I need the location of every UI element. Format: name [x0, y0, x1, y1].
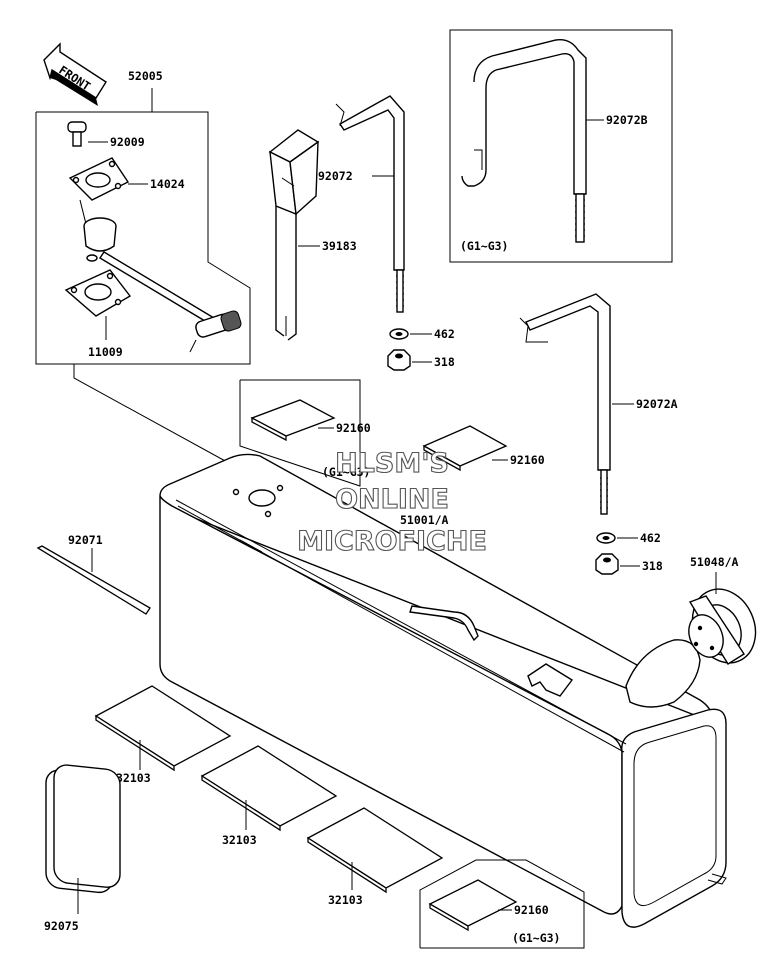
part-318-bottom-label: 318 — [642, 559, 663, 573]
plate-11009-icon — [64, 269, 132, 317]
watermark-line3: MICROFICHE — [297, 526, 487, 557]
pad-92075-icon — [45, 764, 121, 894]
part-92071-label: 92071 — [68, 533, 103, 547]
watermark-line2: ONLINE — [335, 484, 449, 515]
variant-92160-bottom-label: (G1~G3) — [512, 931, 560, 945]
part-92072A-label: 92072A — [636, 397, 678, 411]
strip-92071-icon — [36, 545, 151, 615]
bracket-39183-icon — [268, 129, 320, 341]
part-32103-c-label: 32103 — [328, 893, 363, 907]
part-92072-label: 92072 — [318, 169, 353, 183]
part-92075-label: 92075 — [44, 919, 79, 933]
pad-92160-mid-icon — [422, 425, 508, 472]
variant-92160-top-label: (G1~G3) — [322, 465, 370, 479]
pad-92160-group-top: 92160 (G1~G3) — [239, 379, 371, 487]
pad-92160-group-bottom: 92160 (G1~G3) — [419, 859, 585, 949]
part-52005-label: 52005 — [128, 69, 163, 83]
washer-462-bottom-icon — [596, 532, 616, 544]
part-92009-label: 92009 — [110, 135, 145, 149]
variant-92072B-label: (G1~G3) — [460, 239, 508, 253]
part-92160-mid-label: 92160 — [510, 453, 545, 467]
strap-92072-icon — [335, 95, 405, 313]
part-318-top-label: 318 — [434, 355, 455, 369]
part-11009-label: 11009 — [88, 345, 123, 359]
part-92072B-label: 92072B — [606, 113, 648, 127]
gasket-14024-icon — [68, 157, 130, 201]
pad-32103-c-icon — [306, 807, 444, 894]
part-32103-b-label: 32103 — [222, 833, 257, 847]
fuel-tank-icon — [159, 453, 727, 928]
part-462-bottom-label: 462 — [640, 531, 661, 545]
part-51001A-label: 51001/A — [400, 513, 449, 527]
nut-318-bottom-icon — [595, 553, 619, 575]
nut-318-icon — [387, 349, 411, 371]
fuel-gauge-sender-icon — [79, 199, 242, 353]
strap-92072A-icon — [519, 293, 611, 515]
front-arrow-icon: FRONT — [43, 42, 107, 106]
pad-32103-b-icon — [200, 745, 338, 832]
bolt-92009-icon — [67, 121, 87, 147]
washer-462-icon — [389, 328, 409, 340]
fuel-gauge-assembly-group: 52005 92009 14024 — [35, 69, 251, 365]
strap-92072B-group: 92072B (G1~G3) — [449, 29, 673, 263]
part-32103-a-label: 32103 — [116, 771, 151, 785]
filler-cap-51048A-icon — [688, 588, 757, 665]
part-51048A-label: 51048/A — [690, 555, 739, 569]
part-92160-box-label: 92160 — [336, 421, 371, 435]
pad-32103-a-icon — [94, 685, 232, 772]
part-39183-label: 39183 — [322, 239, 357, 253]
watermark-line1: HLSM'S — [335, 448, 449, 479]
watermark: HLSM'S ONLINE MICROFICHE — [297, 447, 488, 557]
part-14024-label: 14024 — [150, 177, 185, 191]
part-462-top-label: 462 — [434, 327, 455, 341]
part-92160-low-label: 92160 — [514, 903, 549, 917]
